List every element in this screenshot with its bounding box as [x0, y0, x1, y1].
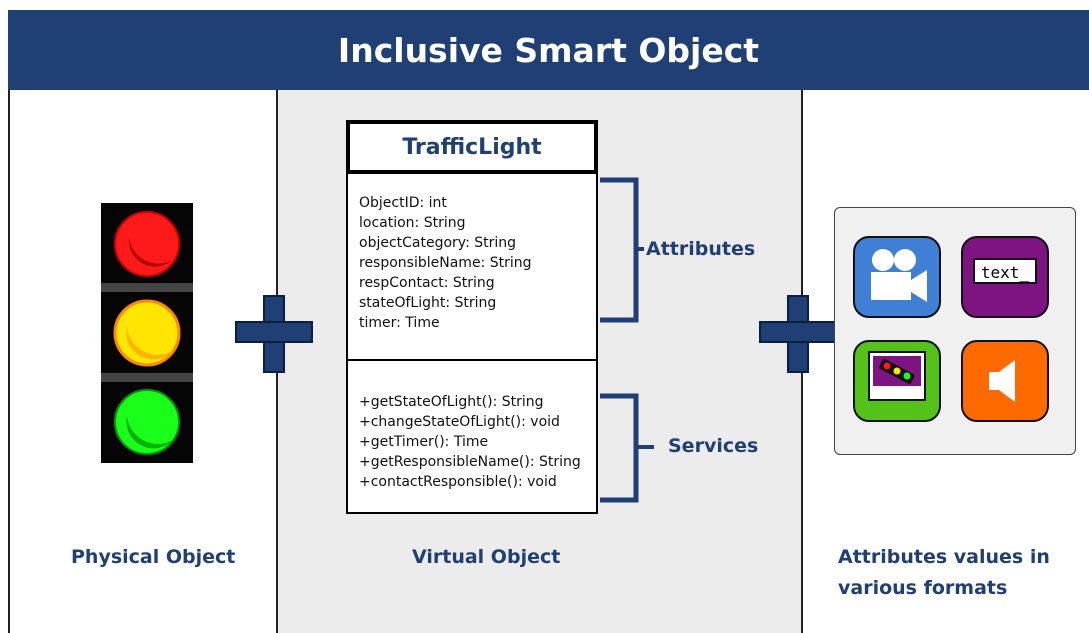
red-light [114, 211, 180, 277]
services-brace [600, 393, 654, 503]
uml-class-header: TrafficLight [346, 120, 598, 174]
services-label: Services [668, 435, 759, 457]
uml-method: +contactResponsible(): void [359, 474, 557, 490]
plus-sign-left-icon [235, 295, 313, 373]
uml-attribute: respContact: String [359, 275, 495, 291]
green-light [114, 389, 180, 455]
video-camera-icon [871, 249, 927, 302]
yellow-light [113, 299, 181, 367]
uml-method: +getResponsibleName(): String [359, 454, 581, 470]
virtual-object-label: Virtual Object [412, 546, 561, 568]
uml-method: +getTimer(): Time [359, 434, 489, 450]
uml-attribute: objectCategory: String [359, 235, 517, 251]
uml-attribute: timer: Time [359, 315, 440, 331]
attributes-label: Attributes [646, 238, 756, 260]
uml-method: +getStateOfLight(): String [359, 394, 544, 410]
speaker-icon [989, 360, 1015, 402]
traffic-light-icon [101, 203, 193, 463]
uml-attributes-list: ObjectID: int location: String objectCat… [359, 193, 532, 333]
text-tile: text_ [961, 236, 1049, 318]
uml-methods-list: +getStateOfLight(): String +changeStateO… [359, 392, 581, 492]
text-field-icon: text_ [973, 258, 1037, 284]
uml-class-name: TrafficLight [402, 134, 542, 160]
formats-label-line-2: various formats [838, 577, 1008, 599]
uml-attribute: location: String [359, 215, 466, 231]
plus-sign-right-icon [759, 295, 837, 373]
image-tile [853, 340, 941, 422]
page-title: Inclusive Smart Object [337, 30, 760, 70]
physical-object-label: Physical Object [71, 546, 236, 568]
left-border-line [8, 90, 10, 633]
audio-tile [961, 340, 1049, 422]
video-tile [853, 236, 941, 318]
title-banner: Inclusive Smart Object [8, 10, 1089, 90]
formats-panel: text_ [834, 207, 1076, 455]
uml-attribute: stateOfLight: String [359, 295, 497, 311]
uml-class-box [346, 120, 598, 514]
traffic-light-image-icon [868, 351, 926, 401]
uml-attribute: ObjectID: int [359, 195, 447, 211]
uml-section-divider [346, 359, 598, 361]
formats-label-line-1: Attributes values in [838, 546, 1050, 568]
attributes-brace [600, 177, 644, 323]
uml-attribute: responsibleName: String [359, 255, 532, 271]
uml-method: +changeStateOfLight(): void [359, 414, 560, 430]
